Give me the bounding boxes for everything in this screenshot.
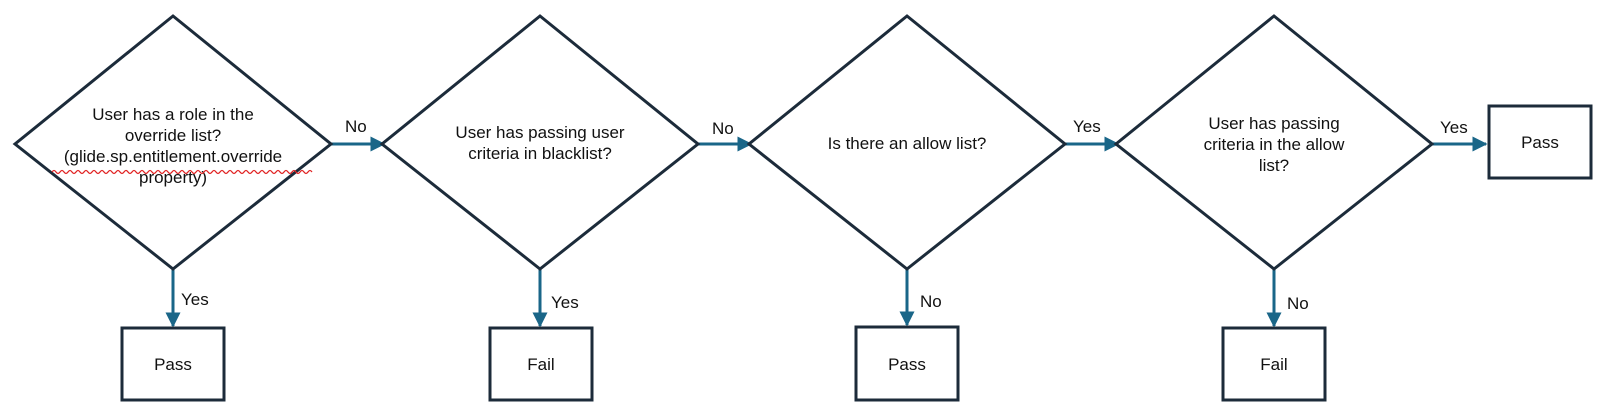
edge-label: No	[712, 119, 734, 138]
decision-label-line: User has a role in the	[92, 105, 254, 124]
edge-label: No	[920, 292, 942, 311]
edge-labels: No No Yes Yes Yes Yes No No	[181, 117, 1468, 313]
outcome-labels: Pass Fail Pass Fail Pass	[154, 133, 1559, 374]
decision-label-line: User has passing	[1208, 114, 1339, 133]
decision-label-line: (glide.sp.entitlement.override	[64, 147, 282, 166]
outcome-label: Pass	[154, 355, 192, 374]
decision-label-line: criteria in the allow	[1204, 135, 1346, 154]
outcome-label: Pass	[1521, 133, 1559, 152]
edge-label: Yes	[1440, 118, 1468, 137]
edge-label: Yes	[181, 290, 209, 309]
edge-label: No	[345, 117, 367, 136]
edge-label: Yes	[551, 293, 579, 312]
outcome-nodes	[120, 104, 1593, 402]
outcome-box-pass-1	[120, 326, 226, 402]
outcome-label: Pass	[888, 355, 926, 374]
decision-labels: User has a role in the override list? (g…	[64, 105, 1345, 187]
edge-label: No	[1287, 294, 1309, 313]
decision-diamond-blacklist	[379, 14, 701, 271]
outcome-label: Fail	[527, 355, 554, 374]
decision-diamond-override-role	[12, 14, 334, 271]
decision-label-line: criteria in blacklist?	[468, 144, 612, 163]
decision-label-line: list?	[1259, 156, 1289, 175]
outcome-box-pass-2	[854, 325, 960, 402]
outcome-label: Fail	[1260, 355, 1287, 374]
decision-diamond-allow-list-criteria	[1113, 14, 1435, 271]
outcome-box-fail-2	[1221, 326, 1327, 402]
decision-label-line: override list?	[125, 126, 221, 145]
decision-label-line: User has passing user	[455, 123, 624, 142]
edge-label: Yes	[1073, 117, 1101, 136]
decision-label-line: Is there an allow list?	[828, 134, 987, 153]
outcome-box-fail-1	[488, 326, 594, 402]
decision-diamond-allow-list-exists	[746, 14, 1068, 271]
outcome-box-pass-3	[1487, 104, 1593, 180]
connectors	[165, 136, 1488, 328]
decision-nodes	[12, 14, 1435, 271]
spellcheck-squiggle	[51, 169, 313, 175]
